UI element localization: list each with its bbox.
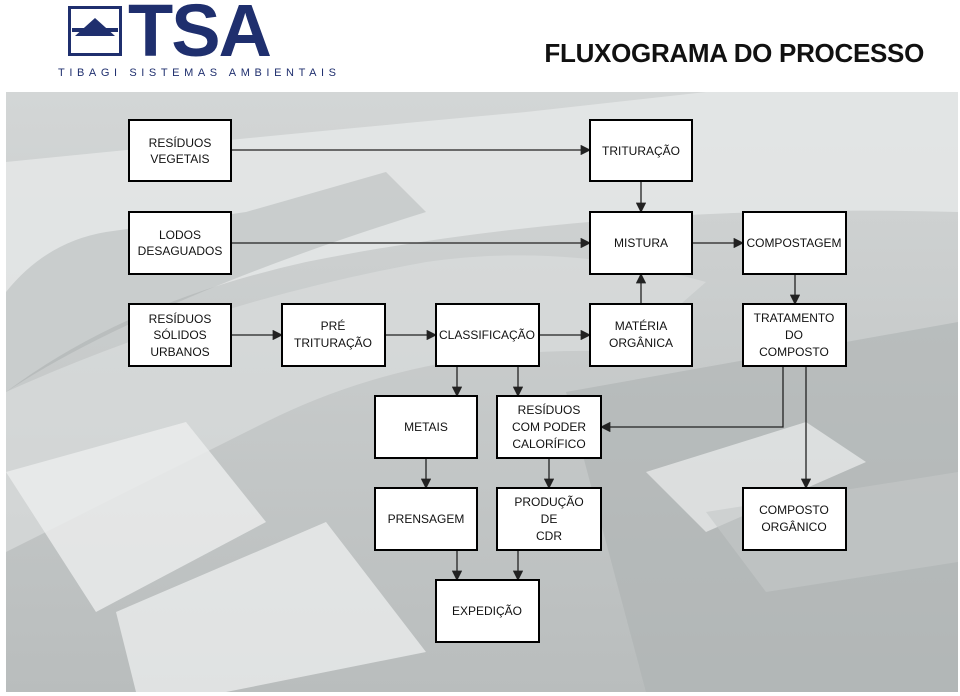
svg-text:DO: DO — [785, 328, 803, 342]
svg-text:ORGÂNICO: ORGÂNICO — [761, 519, 826, 534]
tsa-logo-icon — [68, 6, 122, 56]
node-residuos-com-poder-calorifico: RESÍDUOS COM PODER CALORÍFICO — [496, 395, 602, 459]
svg-text:MISTURA: MISTURA — [614, 236, 668, 250]
node-tratamento-do-composto: TRATAMENTO DO COMPOSTO — [742, 303, 847, 367]
svg-text:RESÍDUOS: RESÍDUOS — [149, 311, 212, 326]
node-classificacao: CLASSIFICAÇÃO — [435, 303, 540, 367]
node-composto-organico: COMPOSTO ORGÂNICO — [742, 487, 847, 551]
svg-text:MATÉRIA: MATÉRIA — [615, 318, 667, 333]
node-pre-trituracao: PRÉ TRITURAÇÃO — [281, 303, 386, 367]
svg-text:LODOS: LODOS — [159, 228, 201, 242]
svg-text:PRÉ: PRÉ — [321, 318, 346, 333]
svg-text:CLASSIFICAÇÃO: CLASSIFICAÇÃO — [439, 328, 535, 342]
svg-text:RESÍDUOS: RESÍDUOS — [518, 402, 581, 417]
node-expedicao: EXPEDIÇÃO — [435, 579, 540, 643]
svg-text:DE: DE — [541, 512, 558, 526]
svg-text:METAIS: METAIS — [404, 420, 448, 434]
node-prensagem: PRENSAGEM — [374, 487, 478, 551]
arrow-tratamento-to-residuos-poder — [599, 366, 784, 433]
header: TSA TIBAGI SISTEMAS AMBIENTAIS FLUXOGRAM… — [0, 0, 960, 92]
page-title: FLUXOGRAMA DO PROCESSO — [544, 38, 924, 68]
node-mistura: MISTURA — [589, 211, 693, 275]
svg-text:DESAGUADOS: DESAGUADOS — [138, 244, 223, 258]
svg-text:TRATAMENTO: TRATAMENTO — [754, 311, 835, 325]
node-trituracao: TRITURAÇÃO — [589, 119, 693, 182]
node-compostagem: COMPOSTAGEM — [742, 211, 847, 275]
svg-text:TRITURAÇÃO: TRITURAÇÃO — [294, 336, 372, 350]
svg-text:CDR: CDR — [536, 529, 562, 543]
svg-text:PRODUÇÃO: PRODUÇÃO — [514, 495, 583, 509]
svg-text:COMPOSTAGEM: COMPOSTAGEM — [746, 236, 841, 250]
svg-text:PRENSAGEM: PRENSAGEM — [388, 512, 465, 526]
node-residuos-solidos-urbanos: RESÍDUOS SÓLIDOS URBANOS — [128, 303, 232, 367]
node-producao-de-cdr: PRODUÇÃO DE CDR — [496, 487, 602, 551]
svg-text:COMPOSTO: COMPOSTO — [759, 345, 829, 359]
svg-text:TRITURAÇÃO: TRITURAÇÃO — [602, 144, 680, 158]
logo-text: TSA — [128, 0, 272, 72]
node-materia-organica: MATÉRIA ORGÂNICA — [589, 303, 693, 367]
svg-text:SÓLIDOS: SÓLIDOS — [153, 327, 206, 342]
flow-connectors — [231, 144, 812, 582]
node-metais: METAIS — [374, 395, 478, 459]
node-lodos-desaguados: LODOS DESAGUADOS — [128, 211, 232, 275]
svg-text:EXPEDIÇÃO: EXPEDIÇÃO — [452, 604, 522, 618]
svg-text:CALORÍFICO: CALORÍFICO — [512, 436, 585, 451]
svg-text:RESÍDUOS: RESÍDUOS — [149, 135, 212, 150]
svg-text:COMPOSTO: COMPOSTO — [759, 503, 829, 517]
logo-subtitle: TIBAGI SISTEMAS AMBIENTAIS — [58, 67, 341, 79]
svg-text:VEGETAIS: VEGETAIS — [150, 152, 209, 166]
node-residuos-vegetais: RESÍDUOS VEGETAIS — [128, 119, 232, 182]
svg-text:COM PODER: COM PODER — [512, 420, 586, 434]
svg-text:URBANOS: URBANOS — [150, 345, 209, 359]
svg-text:ORGÂNICA: ORGÂNICA — [609, 335, 673, 350]
